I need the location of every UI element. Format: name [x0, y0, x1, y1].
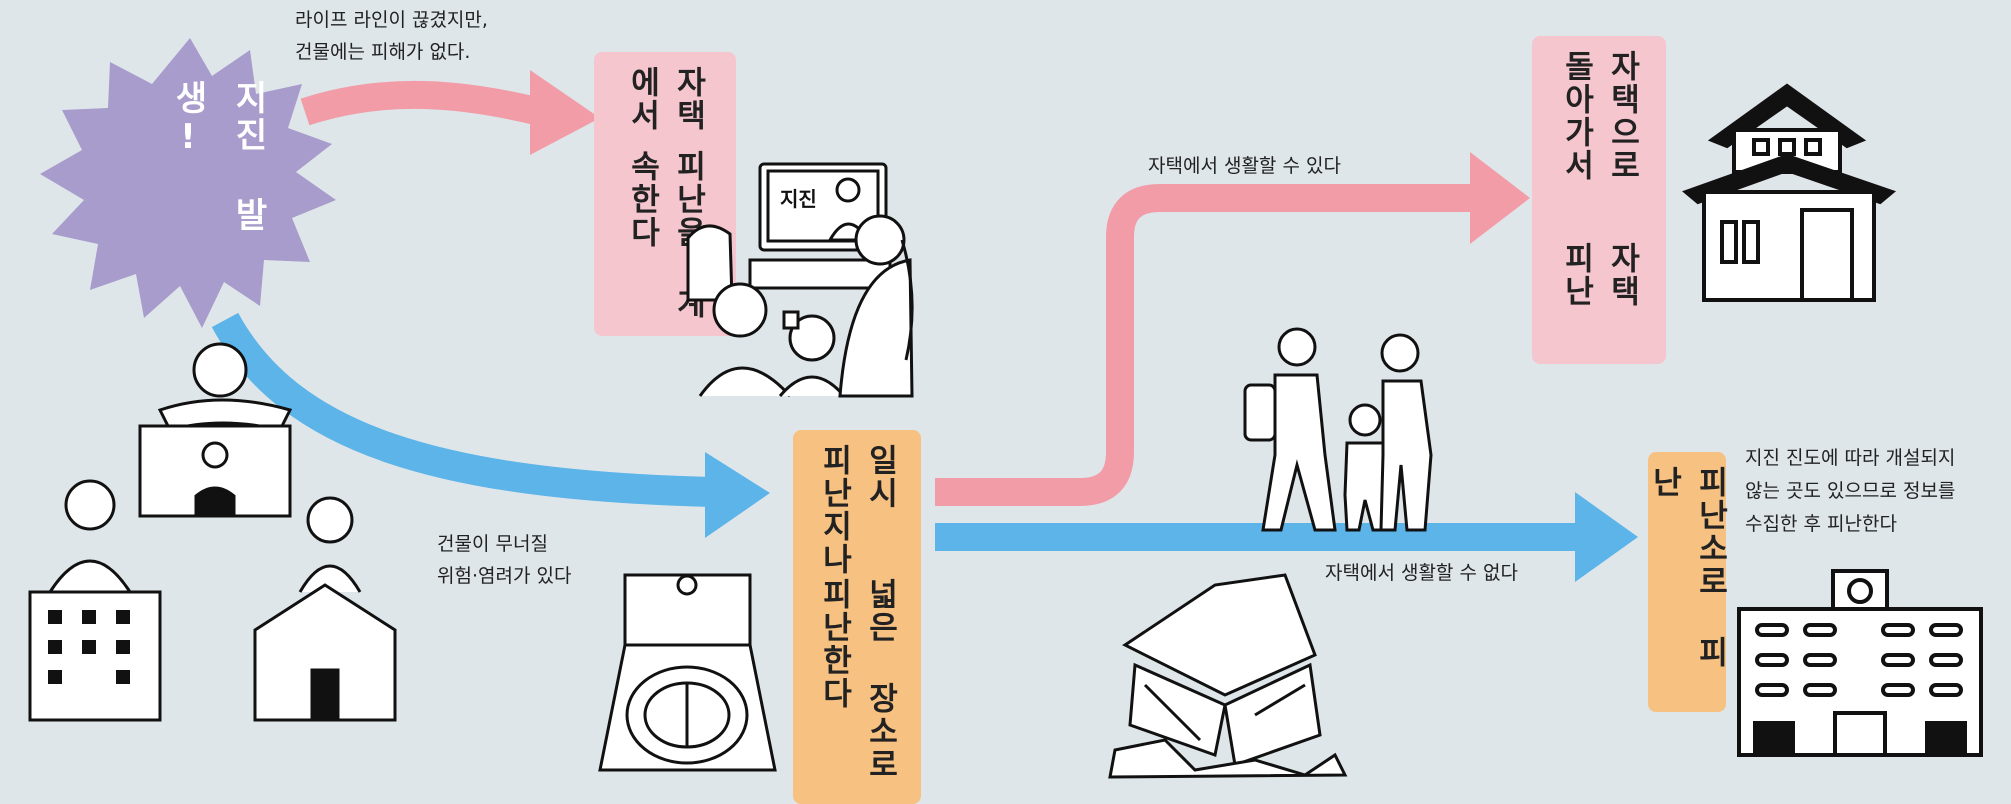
caption-lifeline: 라이프 라인이 끊겼지만, 건물에는 피해가 없다.	[295, 4, 488, 68]
walking-mother-head	[1380, 333, 1420, 373]
earthquake-burst	[40, 38, 336, 328]
caption-collapse-line1: 건물이 무너질	[437, 533, 548, 555]
walking-mother-body	[1379, 379, 1433, 532]
home-upper-windows	[1752, 138, 1822, 156]
shelter-windows	[1755, 623, 1963, 697]
home-upper-roof	[1707, 83, 1867, 149]
arrowhead-shelter	[1575, 492, 1638, 582]
person-left-head	[64, 479, 116, 531]
mother-hair	[900, 239, 914, 361]
rubble-plank-2	[1254, 683, 1306, 717]
clock-icon	[201, 441, 229, 469]
shelter-school-illustration	[1737, 569, 1983, 757]
shelter-door-left	[1753, 721, 1795, 757]
caption-collapse-risk: 건물이 무너질 위험·염려가 있다	[437, 528, 571, 592]
father-head	[712, 282, 768, 338]
child-head	[788, 314, 836, 362]
walking-family-illustration	[1243, 327, 1433, 532]
box-shelter: 피난소로 피난	[1646, 452, 1728, 712]
school-top-door	[194, 486, 236, 516]
walking-child-head	[1348, 403, 1382, 437]
arrow-to-stay-home	[300, 80, 544, 126]
office-windows	[48, 610, 130, 684]
burst-shape	[40, 38, 336, 328]
box-temporary-line1: 일시 피난지나	[816, 444, 898, 576]
caption-collapse-line2: 위험·염려가 있다	[437, 565, 572, 587]
house-right	[253, 583, 397, 722]
earthquake-label-line1: 지진	[228, 80, 268, 154]
walking-father-head	[1277, 327, 1317, 367]
shelter-door-right	[1925, 721, 1967, 757]
father-body	[698, 366, 792, 397]
caption-shelter-line1: 지진 진도에 따라 개설되지	[1745, 447, 1956, 469]
home-house-illustration	[1682, 83, 1897, 302]
home-lower-windows	[1720, 220, 1760, 264]
damaged-buildings-illustration	[28, 342, 397, 722]
arrowhead-return-home	[1470, 152, 1530, 244]
person-left-body	[48, 559, 132, 593]
shelter-entrance	[1833, 711, 1887, 757]
house-right-door	[310, 668, 340, 722]
rubble-plank-1	[1143, 683, 1202, 742]
stadium-clock-icon	[676, 574, 698, 596]
box-return-home-line2: 자택 피난	[1558, 241, 1640, 308]
earthquake-label: 지진 발생!	[158, 80, 278, 300]
mother-head	[854, 214, 906, 266]
box-return-home-line1: 자택으로 돌아가서	[1558, 50, 1640, 182]
stadium-school-illustration	[598, 573, 777, 772]
caption-lifeline-line1: 라이프 라인이 끊겼지만,	[295, 9, 488, 31]
tv-stand	[748, 258, 892, 290]
caption-shelter-line2: 않는 곳도 있으므로 정보를	[1745, 480, 1956, 502]
tv-anchor-head	[835, 177, 861, 203]
home-door	[1800, 208, 1854, 302]
box-temporary-line2: 넓은 장소로 피난한다	[816, 578, 898, 782]
arrow-to-temporary	[211, 312, 713, 507]
shelter-clock-icon	[1847, 578, 1873, 604]
caption-cannot-live: 자택에서 생활할 수 없다	[1325, 562, 1518, 584]
walking-father-body	[1261, 373, 1337, 532]
earthquake-label-line2: 발생!	[168, 80, 268, 234]
box-return-home: 자택으로 돌아가서 자택 피난	[1532, 36, 1666, 364]
arrowhead-temporary	[705, 452, 770, 538]
caption-can-live: 자택에서 생활할 수 있다	[1148, 155, 1341, 177]
mother-body	[838, 258, 914, 398]
person-right-head	[306, 496, 354, 544]
collapsed-wall	[1128, 662, 1227, 757]
collapsed-roof	[1122, 573, 1317, 697]
person-right-body	[298, 564, 362, 593]
box-temporary: 일시 피난지나 넓은 장소로 피난한다	[793, 430, 921, 804]
caption-lifeline-line2: 건물에는 피해가 없다.	[295, 41, 471, 63]
tv-text: 지진	[780, 187, 817, 211]
box-stay-home-line1: 자택에서	[624, 66, 706, 132]
walking-backpack-icon	[1243, 383, 1277, 442]
child-body	[778, 375, 846, 397]
arrowhead-stay-home	[530, 70, 600, 155]
box-stay-home: 자택에서 피난을 계속한다	[594, 52, 736, 336]
rubble	[1108, 738, 1348, 779]
family-tv-illustration: 지진	[686, 162, 914, 398]
arrow-to-return-home	[935, 184, 1480, 506]
cup-icon	[782, 310, 800, 330]
caption-shelter-note: 지진 진도에 따라 개설되지 않는 곳도 있으므로 정보를 수집한 후 피난한다	[1745, 442, 1955, 541]
collapsed-house-illustration	[1108, 573, 1348, 779]
person-top-head	[192, 342, 248, 398]
caption-shelter-line3: 수집한 후 피난한다	[1745, 513, 1897, 535]
